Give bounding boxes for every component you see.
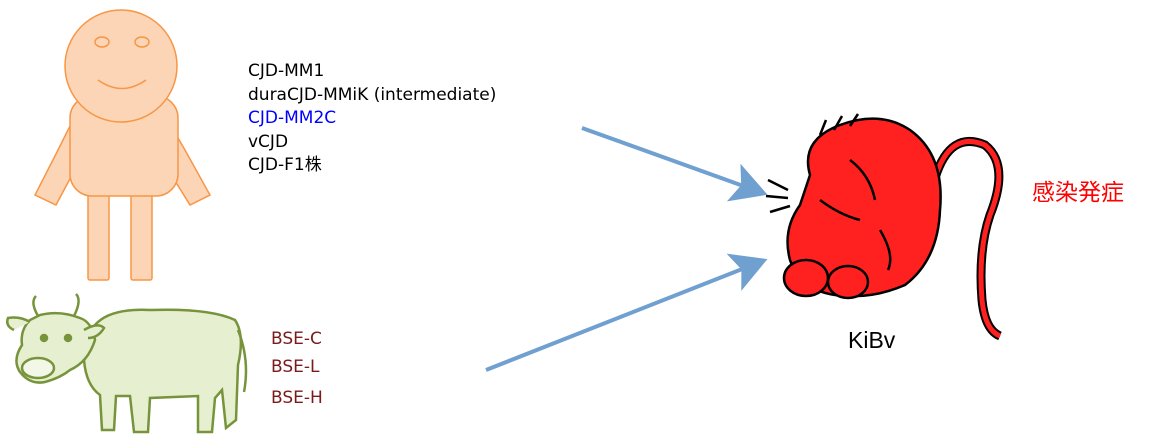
mouse-body-line-1 bbox=[849, 159, 877, 201]
bse-strain-item: BSE-C bbox=[271, 329, 322, 349]
mouse-paws bbox=[818, 113, 860, 136]
human-strain-item: CJD-F1株 bbox=[248, 155, 322, 175]
human-left-eye bbox=[94, 36, 110, 48]
human-figure bbox=[33, 9, 212, 281]
result-label: 感染発症 bbox=[1032, 180, 1124, 206]
cow-left-ear bbox=[6, 316, 31, 332]
human-right-eye bbox=[134, 36, 150, 48]
mouse-body-line-2 bbox=[819, 198, 861, 222]
mouse-ear bbox=[782, 258, 830, 298]
human-strain-item: CJD-MM2C bbox=[248, 108, 337, 128]
human-strain-list: CJD-MM1 duraCJD-MMiK (intermediate) CJD-… bbox=[248, 60, 496, 178]
target-label: KiBv bbox=[848, 327, 896, 353]
human-smile bbox=[97, 79, 147, 90]
bse-strain-item: BSE-L bbox=[271, 357, 320, 377]
human-strain-item: CJD-MM1 bbox=[248, 61, 325, 81]
cow-muzzle bbox=[20, 356, 56, 380]
human-left-leg bbox=[87, 184, 110, 281]
human-right-leg bbox=[130, 184, 153, 281]
cow-figure bbox=[6, 293, 248, 434]
mouse-tail bbox=[932, 138, 1002, 339]
cow-tail bbox=[236, 329, 248, 393]
bse-strain-item: BSE-H bbox=[271, 388, 323, 408]
mouse-head bbox=[826, 264, 870, 300]
human-strain-item: vCJD bbox=[248, 131, 289, 152]
cow-right-horn bbox=[72, 293, 80, 317]
cow-left-eye bbox=[39, 333, 49, 343]
cow-right-eye bbox=[63, 333, 73, 343]
cow-left-horn bbox=[32, 295, 40, 317]
human-strain-item: duraCJD-MMiK (intermediate) bbox=[248, 84, 497, 105]
arrow-cow-to-mouse bbox=[485, 253, 768, 372]
mouse-body-line-3 bbox=[878, 229, 892, 271]
mouse-tail-outline bbox=[930, 136, 1004, 341]
cow-body bbox=[82, 308, 243, 434]
cow-right-ear bbox=[83, 324, 106, 340]
mouse-figure bbox=[765, 113, 1004, 341]
mouse-whiskers bbox=[765, 178, 791, 214]
arrow-human-to-mouse bbox=[581, 126, 768, 202]
human-head bbox=[64, 9, 178, 123]
